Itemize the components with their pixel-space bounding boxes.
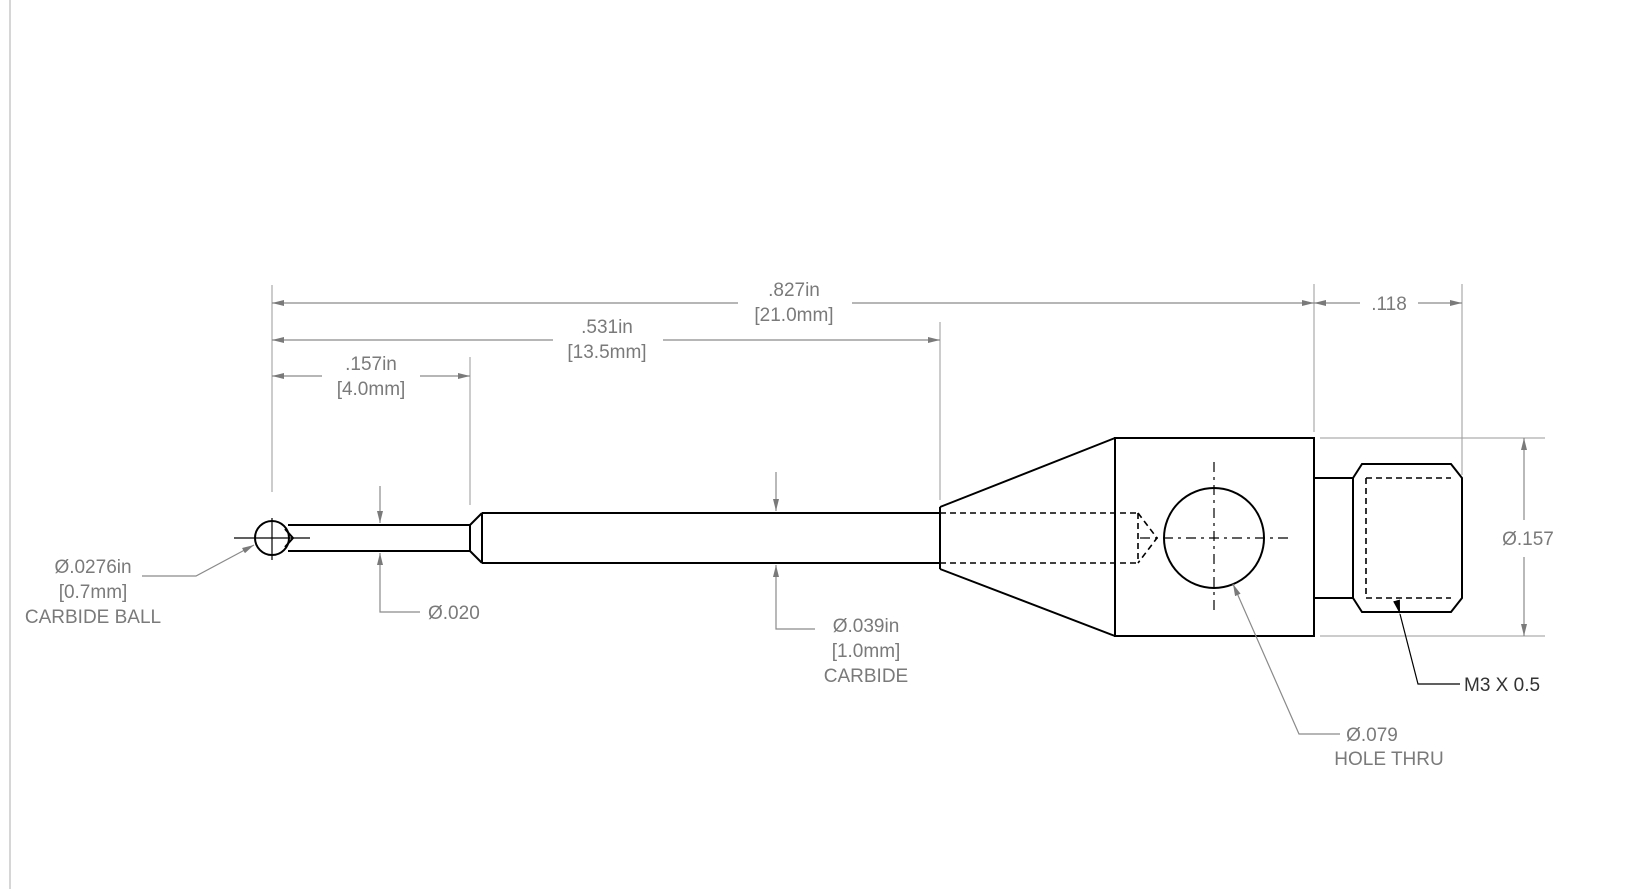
tip-shaft (288, 524, 471, 552)
overall-length-mm: [21.0mm] (754, 305, 833, 326)
dimension-labels: .827in [21.0mm] .531in [13.5mm] .157in [… (25, 280, 1554, 770)
thread (1352, 463, 1463, 613)
thread-neck (1314, 477, 1353, 599)
dimension-lines (142, 300, 1527, 636)
tip-diameter-label: Ø.020 (428, 603, 480, 624)
ball-diameter-mm: [0.7mm] (59, 582, 128, 603)
body-block (1114, 437, 1315, 637)
overall-length-inch: .827in (768, 280, 820, 301)
stem-shaft (481, 512, 940, 564)
stem-length-inch: .531in (581, 317, 633, 338)
extension-lines (271, 284, 1545, 637)
stem-material-label: CARBIDE (824, 666, 908, 687)
hole-note-label: HOLE THRU (1334, 749, 1443, 770)
thread-length-label: .118 (1371, 294, 1407, 315)
ball-material-label: CARBIDE BALL (25, 607, 161, 628)
tip-length-mm: [4.0mm] (337, 379, 406, 400)
stem-diameter-mm: [1.0mm] (832, 641, 901, 662)
cone (939, 437, 1116, 637)
thread-spec-label: M3 X 0.5 (1464, 675, 1540, 696)
stem-diameter-inch: Ø.039in (833, 616, 900, 637)
body-diameter-label: Ø.157 (1502, 529, 1554, 550)
leader-lines (1232, 583, 1460, 735)
hole-diameter-label: Ø.079 (1346, 725, 1398, 746)
stem-length-mm: [13.5mm] (567, 342, 646, 363)
ball-diameter-inch: Ø.0276in (54, 557, 131, 578)
tip-length-inch: .157in (345, 354, 397, 375)
hidden-bore (940, 512, 1159, 564)
stylus-part (234, 437, 1463, 637)
